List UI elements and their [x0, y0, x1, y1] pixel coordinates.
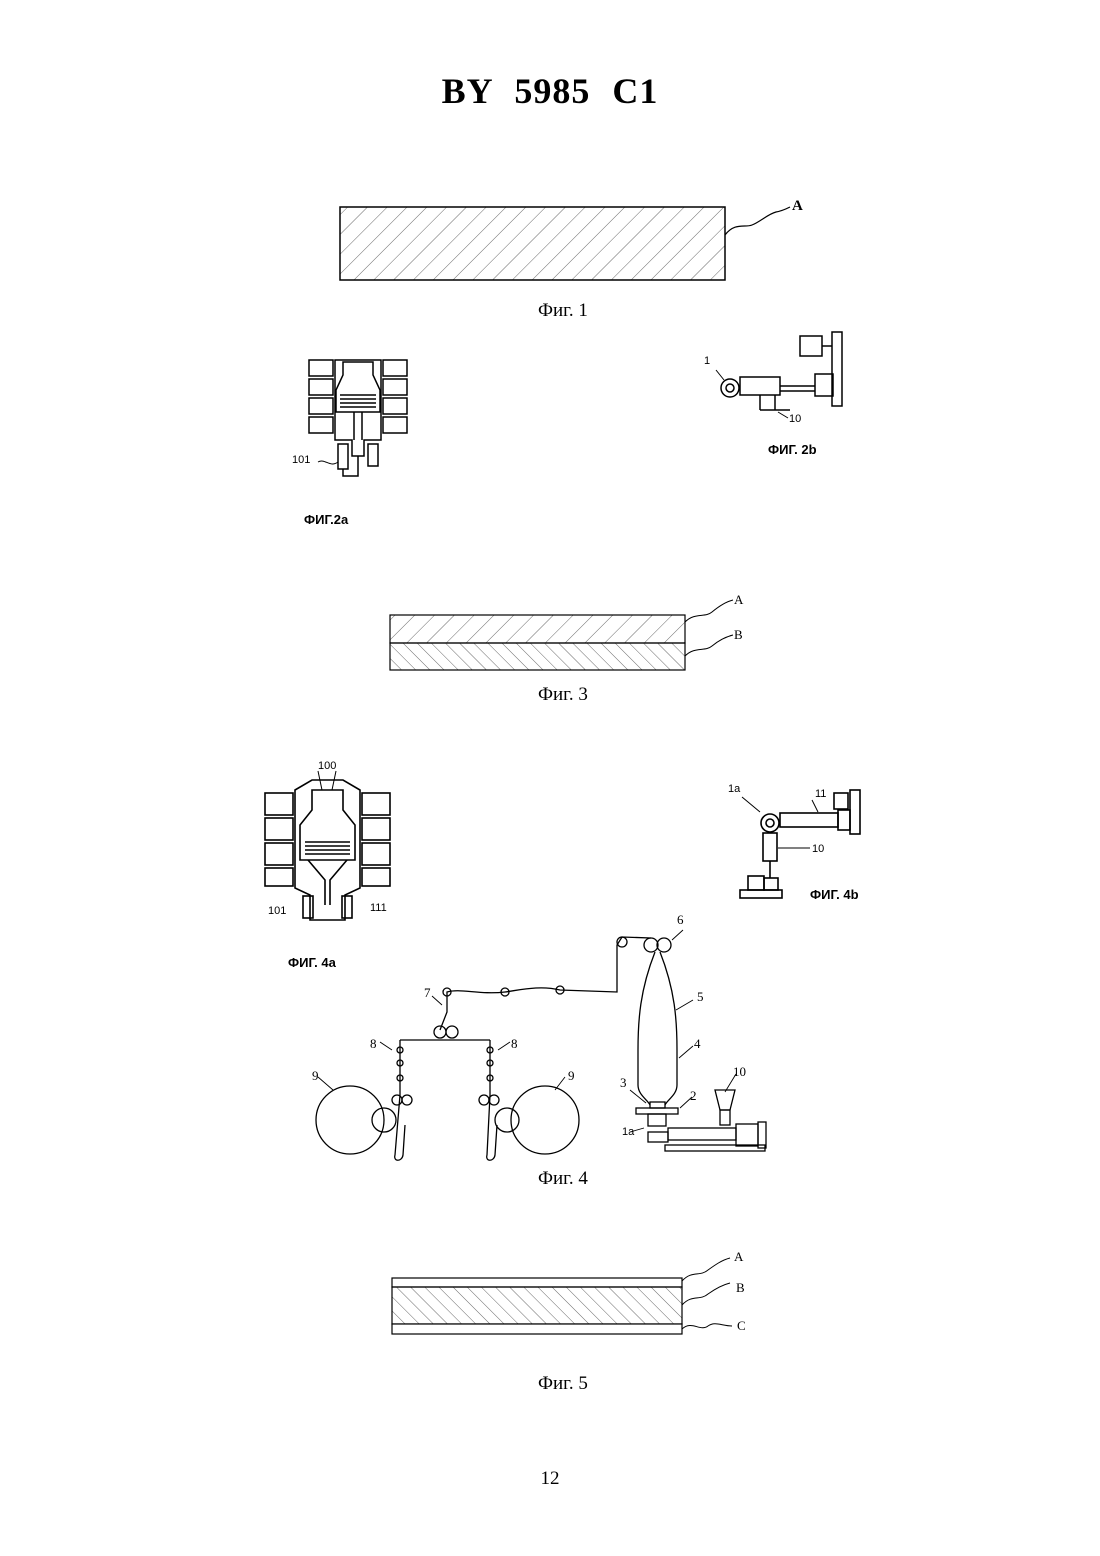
fig4b-label-1a: 1a: [728, 783, 740, 795]
fig4a-caption: ФИГ. 4a: [288, 955, 336, 970]
fig4-label-5: 5: [697, 989, 704, 1005]
page-number: 12: [0, 1468, 1100, 1490]
fig4-label-2: 2: [690, 1088, 697, 1104]
fig4-label-9-left: 9: [312, 1068, 319, 1084]
fig4-label-6: 6: [677, 912, 684, 928]
fig4a-label-100: 100: [318, 760, 336, 772]
fig3-caption: Фиг. 3: [538, 684, 588, 706]
fig2a-label-101: 101: [292, 454, 310, 466]
fig4-label-10: 10: [733, 1064, 746, 1080]
fig3-layer-drawing: [390, 600, 733, 670]
fig1-label-a: A: [792, 198, 803, 215]
fig5-layer-drawing: [392, 1258, 732, 1334]
fig2a-die-drawing: [309, 360, 407, 476]
fig3-label-b: B: [734, 627, 743, 643]
fig4-label-1a: 1a: [622, 1126, 634, 1138]
fig4a-label-111: 111: [370, 902, 387, 914]
fig4-label-4: 4: [694, 1036, 701, 1052]
fig4-label-8-left: 8: [370, 1036, 377, 1052]
fig1-layer-drawing: [340, 207, 790, 280]
fig4b-roll-drawing: [740, 790, 860, 898]
fig4-label-9-right: 9: [568, 1068, 575, 1084]
fig3-label-a: A: [734, 592, 743, 608]
fig4a-die-drawing: [265, 771, 390, 920]
fig4b-label-11: 11: [815, 788, 826, 800]
fig2a-caption: ФИГ.2a: [304, 512, 348, 527]
fig5-label-a: A: [734, 1249, 743, 1265]
fig2b-roll-drawing: [716, 332, 842, 418]
fig4-label-8-right: 8: [511, 1036, 518, 1052]
fig2b-label-10: 10: [789, 413, 801, 425]
fig4b-label-10: 10: [812, 843, 824, 855]
fig2b-caption: ФИГ. 2b: [768, 442, 817, 457]
fig1-caption: Фиг. 1: [538, 300, 588, 322]
fig4b-caption: ФИГ. 4b: [810, 887, 859, 902]
fig4a-label-101: 101: [268, 905, 286, 917]
fig5-label-b: B: [736, 1280, 745, 1296]
fig2b-label-1: 1: [704, 355, 710, 367]
fig4-label-7: 7: [424, 985, 431, 1001]
fig4-label-3: 3: [620, 1075, 627, 1091]
fig4-caption: Фиг. 4: [538, 1168, 588, 1190]
fig5-label-c: C: [737, 1318, 746, 1334]
fig5-caption: Фиг. 5: [538, 1373, 588, 1395]
